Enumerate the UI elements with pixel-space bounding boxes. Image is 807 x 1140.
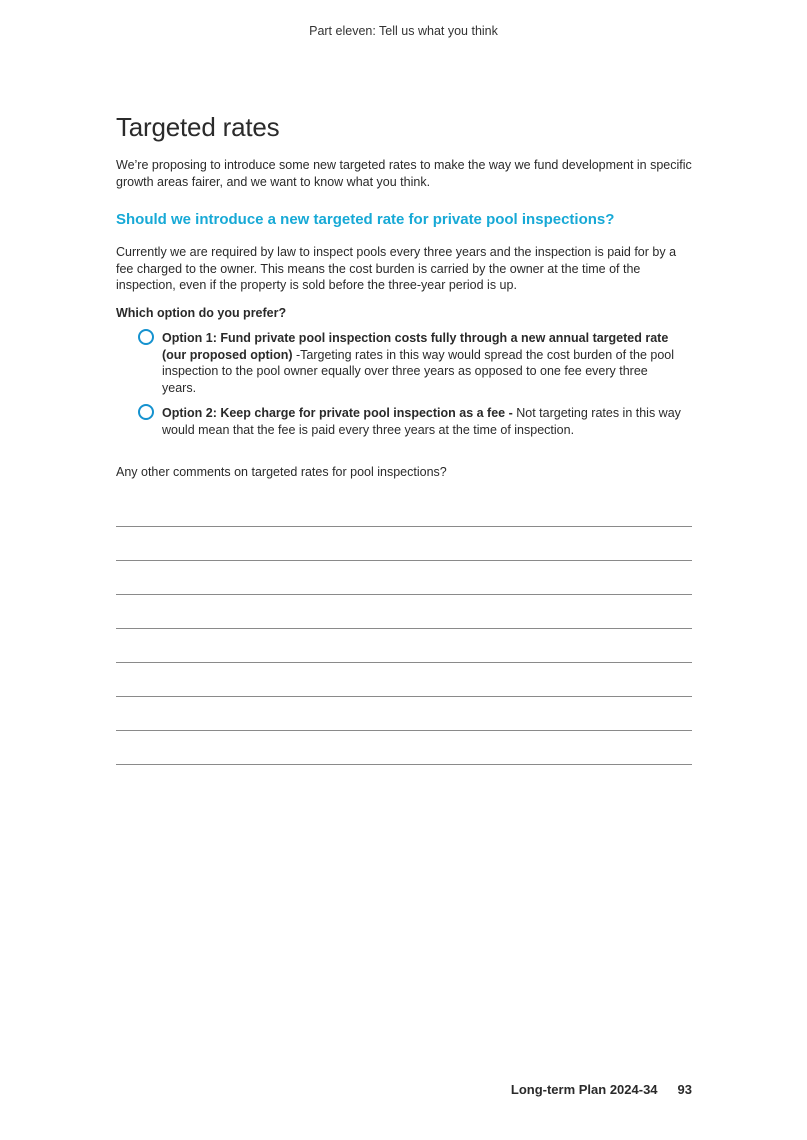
page-footer: Long-term Plan 2024-34 93: [511, 1082, 692, 1097]
option-group: Option 1: Fund private pool inspection c…: [138, 329, 692, 438]
option-1[interactable]: Option 1: Fund private pool inspection c…: [138, 329, 692, 396]
page-number: 93: [677, 1082, 692, 1097]
writing-line[interactable]: [116, 731, 692, 765]
option-2-title: Option 2: Keep charge for private pool i…: [162, 406, 513, 420]
writing-line[interactable]: [116, 629, 692, 663]
writing-line[interactable]: [116, 493, 692, 527]
option-1-radio[interactable]: [138, 329, 154, 345]
question-heading: Should we introduce a new targeted rate …: [116, 211, 615, 228]
body-paragraph: Currently we are required by law to insp…: [116, 245, 677, 292]
option-1-title: Option 1: Fund private pool inspection c…: [162, 331, 669, 362]
writing-line[interactable]: [116, 595, 692, 629]
page-content: Targeted rates We’re proposing to introd…: [116, 112, 692, 765]
running-header: Part eleven: Tell us what you think: [309, 24, 498, 38]
option-2-radio[interactable]: [138, 404, 154, 420]
option-1-description: -Targeting rates in this way would sprea…: [162, 347, 675, 395]
comments-prompt: Any other comments on targeted rates for…: [116, 465, 447, 479]
comments-writing-area[interactable]: [116, 493, 692, 765]
option-1-text: Option 1: Fund private pool inspection c…: [162, 330, 682, 396]
writing-line[interactable]: [116, 561, 692, 595]
writing-line[interactable]: [116, 663, 692, 697]
page-title: Targeted rates: [116, 112, 280, 142]
writing-line[interactable]: [116, 527, 692, 561]
intro-paragraph: We’re proposing to introduce some new ta…: [116, 158, 692, 189]
writing-line[interactable]: [116, 697, 692, 731]
option-2-text: Option 2: Keep charge for private pool i…: [162, 405, 682, 438]
option-2[interactable]: Option 2: Keep charge for private pool i…: [138, 404, 692, 438]
option-prompt: Which option do you prefer?: [116, 305, 287, 320]
option-2-description: Not targeting rates in this way would me…: [162, 406, 681, 437]
footer-doc-title: Long-term Plan 2024-34: [510, 1082, 658, 1097]
